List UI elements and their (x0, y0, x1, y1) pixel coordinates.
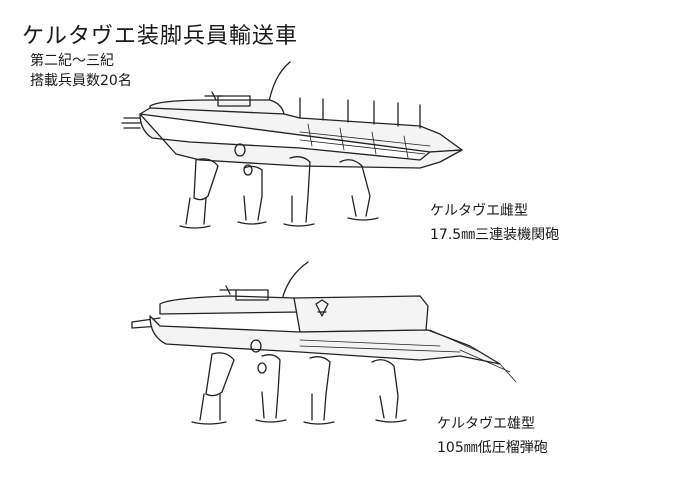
howitzer-barrel (131, 317, 161, 329)
leg (237, 165, 267, 225)
hull-panel-lines (299, 123, 431, 159)
periscope (219, 285, 237, 295)
periscope (204, 91, 223, 101)
variant-2-armament: 105㎜低圧榴弾砲 (437, 440, 548, 456)
era-label: 第二紀〜三紀 (30, 53, 114, 69)
leg (283, 156, 315, 227)
hull-spikes (299, 97, 421, 129)
variant-1-armament: 17.5㎜三連装機関砲 (430, 227, 560, 243)
emblem (315, 299, 329, 317)
hatch (235, 289, 269, 301)
variant-1-name: ケルタヴエ雌型 (430, 203, 528, 219)
variant-2-name: ケルタヴエ雄型 (437, 416, 535, 432)
leg (255, 354, 287, 423)
capacity-label: 搭載兵員数20名 (30, 73, 132, 89)
sensor-lamp (257, 362, 267, 374)
upper-turret (159, 295, 301, 315)
antenna (281, 261, 309, 301)
hull-lower (139, 113, 463, 169)
leg (191, 352, 235, 425)
troop-compartment (293, 295, 429, 333)
sensor-lamp (250, 339, 262, 353)
antenna (267, 61, 291, 107)
leg (371, 359, 407, 423)
female-type-vehicle-drawing (121, 61, 463, 229)
triple-machine-gun (121, 117, 141, 129)
leg (339, 159, 379, 221)
hatch (217, 95, 251, 107)
hull-panel-lines (299, 329, 517, 383)
page-title: ケルタヴエ装脚兵員輸送車 (22, 24, 299, 49)
leg (303, 356, 335, 425)
male-type-vehicle-drawing (131, 261, 517, 425)
sensor-lamp (234, 143, 246, 157)
sensor-lamp (243, 164, 253, 176)
leg (179, 158, 219, 229)
